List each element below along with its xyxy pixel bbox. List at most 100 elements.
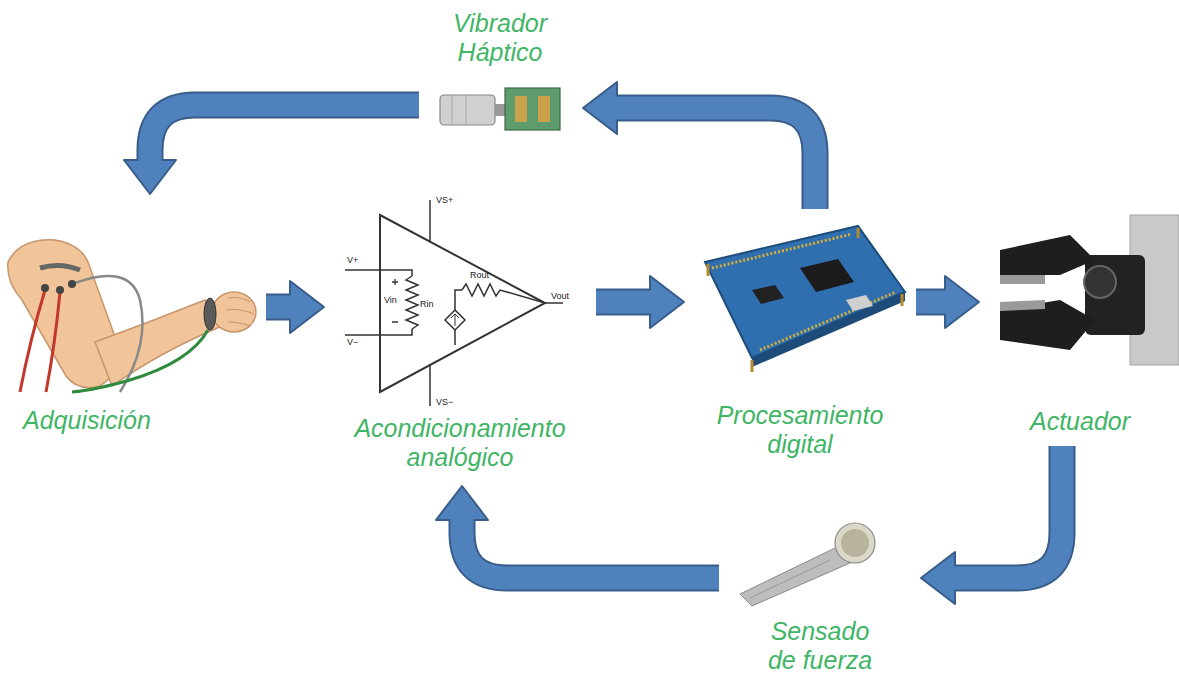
opamp-symbol <box>345 200 563 406</box>
node-label: Acondicionamiento analógico <box>340 414 580 472</box>
upper-jaw <box>1000 235 1095 275</box>
internal-wire <box>455 290 462 310</box>
chip <box>752 285 784 304</box>
pin-header <box>760 292 896 350</box>
lower-jaw <box>1000 300 1095 350</box>
resistor-symbol <box>462 284 545 303</box>
block-arrow <box>266 281 324 333</box>
servo-body <box>1085 255 1145 335</box>
electrode-wire <box>72 330 208 392</box>
circuit-label: VS+ <box>436 196 453 206</box>
diagram-node: Acondicionamiento analógico <box>330 200 590 480</box>
circuit-label: V+ <box>347 256 358 266</box>
node-label: Actuador <box>985 407 1175 436</box>
sensor-pad <box>835 523 875 563</box>
node-label: Adquisición <box>23 406 151 435</box>
motor-shaft <box>495 104 505 116</box>
electrode-wire <box>72 276 143 392</box>
motor-can <box>440 95 495 125</box>
diagram-node: Vibrador Háptico <box>425 5 577 135</box>
solder-pad <box>538 96 550 122</box>
arrow-shaft <box>150 105 419 163</box>
arrow-outline <box>916 289 948 316</box>
electrode <box>41 284 49 292</box>
board <box>705 226 905 358</box>
arrow-outline <box>596 289 653 316</box>
connector <box>846 295 873 311</box>
vibrator-pcb <box>505 88 560 130</box>
block-arrow <box>916 276 979 328</box>
sensor-strip <box>740 548 850 606</box>
diagram-node: Sensado de fuerza <box>725 525 915 677</box>
block-arrow <box>921 446 1062 604</box>
arrow-head <box>945 276 979 328</box>
arrow-head <box>921 552 955 604</box>
board-illustration <box>705 226 905 372</box>
node-label: Procesamiento digital <box>710 401 890 459</box>
diagram-node: Procesamiento digital <box>690 215 910 465</box>
arm-band <box>40 265 80 270</box>
circuit-label: Rout <box>470 271 489 281</box>
circuit-label: V− <box>347 338 358 348</box>
arrow-shaft <box>462 517 719 578</box>
block-arrow <box>583 82 815 209</box>
wrist-band <box>204 298 216 330</box>
fist <box>212 292 256 332</box>
electrode <box>68 280 76 288</box>
arrow-shaft <box>266 296 293 319</box>
arrow-shaft <box>614 108 815 209</box>
vibrator-illustration <box>440 88 560 130</box>
circuit-label: Rin <box>420 300 434 310</box>
input-wire <box>345 270 412 335</box>
gripper-illustration <box>1000 215 1179 365</box>
finger-lines <box>226 298 254 327</box>
node-label: Sensado de fuerza <box>762 617 878 675</box>
force-sensor-illustration <box>740 523 875 606</box>
jaw-pad <box>1000 275 1045 284</box>
diagram-node: Actuador <box>985 215 1177 440</box>
jaw-pad <box>1000 300 1045 311</box>
arrow-head <box>436 486 488 520</box>
motor-ridge <box>452 95 466 125</box>
standoff <box>708 228 902 372</box>
sensor-trace <box>750 560 830 598</box>
circuit-label: Vin <box>384 296 397 306</box>
output-wire <box>545 302 563 304</box>
resistor-symbol <box>406 276 418 329</box>
arrow-head <box>124 160 176 194</box>
servo-horn <box>1084 266 1116 298</box>
internal-wire <box>454 330 456 345</box>
electrode-wire <box>46 292 60 392</box>
node-label: Vibrador Háptico <box>425 9 575 67</box>
dependent-source <box>445 310 465 330</box>
circuit-label: VS− <box>436 398 453 408</box>
arm-illustration <box>8 240 256 392</box>
arrow-outline <box>150 105 419 163</box>
arrow-head <box>583 82 617 134</box>
solder-pad <box>515 96 527 122</box>
arrow-outline <box>266 294 293 321</box>
circuit-label: Vout <box>551 292 569 302</box>
arrow-shaft <box>596 291 653 314</box>
block-arrow <box>436 486 719 578</box>
arrow-outline <box>462 517 719 578</box>
electrode <box>56 286 64 294</box>
arrow-outline <box>614 108 815 209</box>
arrow-shaft <box>916 291 948 314</box>
sensor-area <box>841 529 869 557</box>
arrow-outline <box>952 446 1062 578</box>
forearm <box>95 300 222 386</box>
electrode-wire <box>20 290 45 392</box>
block-arrow <box>124 105 419 194</box>
opamp-triangle <box>380 215 545 392</box>
arrow-head <box>650 276 684 328</box>
source-arrow <box>451 314 459 326</box>
arrow-head <box>290 281 324 333</box>
chip <box>800 259 854 292</box>
arrow-shaft <box>952 446 1062 578</box>
diagram-node: Adquisición <box>5 200 260 445</box>
block-arrow <box>596 276 684 328</box>
